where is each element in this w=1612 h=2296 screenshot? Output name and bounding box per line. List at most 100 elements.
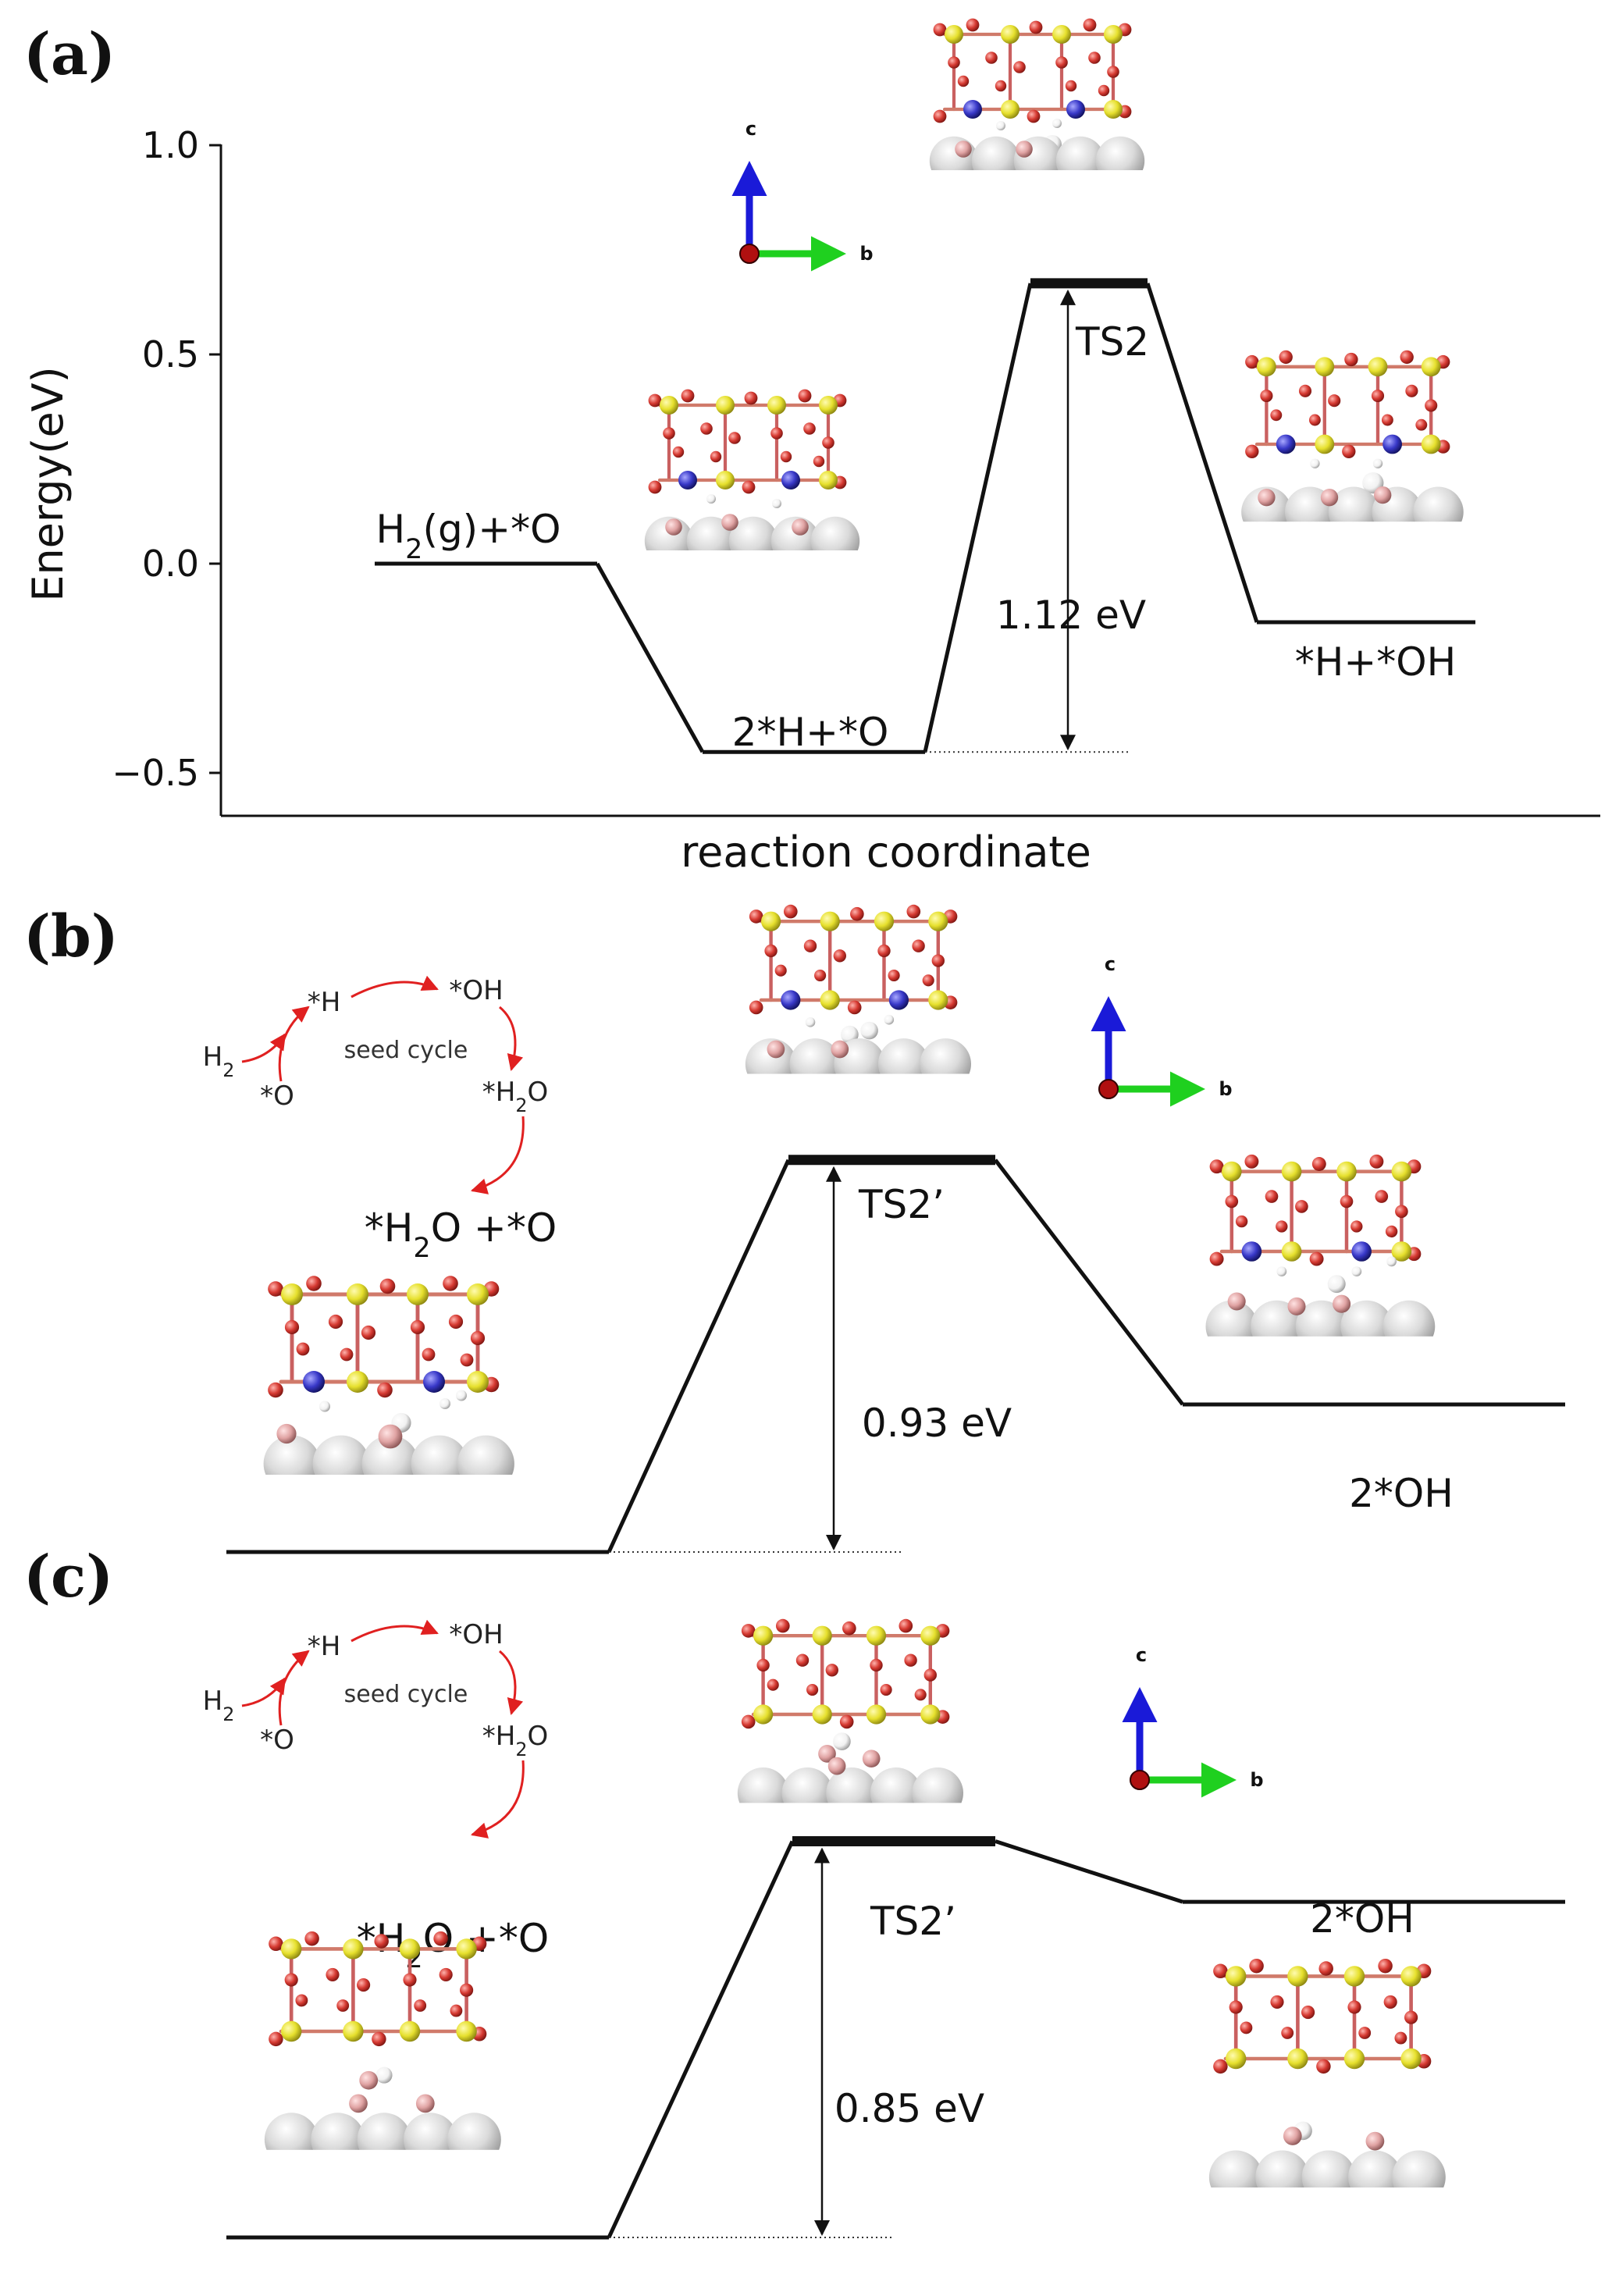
- oxygen-atom: [1249, 1958, 1264, 1974]
- cycle-arrow: [351, 1619, 439, 1643]
- oxygen-atom: [814, 969, 827, 982]
- sulfur-atom: [1336, 1161, 1357, 1182]
- oxygen-atom: [1270, 1995, 1284, 2009]
- crystal-axes-icon: cb: [1122, 1644, 1264, 1798]
- sulfur-atom: [920, 1704, 941, 1725]
- oxygen-atom: [899, 1618, 913, 1633]
- oxygen-atom: [806, 1683, 819, 1696]
- oxygen-atom: [663, 427, 675, 440]
- oxygen-atom: [1381, 414, 1393, 426]
- oxygen-atom: [700, 422, 713, 435]
- adsorbate-atom: [862, 1750, 881, 1768]
- state-label: TS2’: [870, 1899, 956, 1944]
- sulfur-atom: [1391, 1161, 1412, 1182]
- oxygen-atom: [728, 432, 741, 444]
- sulfur-atom: [343, 1938, 364, 1960]
- oxygen-atom: [1395, 1205, 1408, 1219]
- oxygen-atom: [880, 1683, 892, 1696]
- oxygen-atom: [842, 1621, 856, 1636]
- hydrogen-atom: [833, 1732, 851, 1750]
- oxygen-atom: [295, 1994, 308, 2007]
- sulfur-atom: [399, 2020, 421, 2042]
- sulfur-atom: [347, 1371, 368, 1393]
- oxygen-atom: [774, 964, 787, 977]
- oxygen-atom: [357, 1978, 371, 1992]
- oxygen-atom: [1295, 1200, 1308, 1213]
- oxygen-atom: [914, 1689, 927, 1701]
- nitrogen-atom: [1276, 434, 1296, 454]
- oxygen-atom: [741, 1624, 756, 1638]
- adsorbate-atom: [1374, 486, 1392, 504]
- sulfur-atom: [1315, 434, 1335, 454]
- nitrogen-atom: [678, 471, 697, 489]
- hydrogen-atom: [996, 121, 1005, 130]
- oxygen-atom: [1265, 1190, 1279, 1203]
- oxygen-atom: [744, 391, 758, 405]
- hydrogen-atom: [456, 1390, 467, 1401]
- oxygen-atom: [922, 974, 934, 987]
- sulfur-atom: [660, 396, 678, 415]
- panel-c-label: (c): [23, 1543, 113, 1611]
- y-tick-label: 0.0: [142, 543, 199, 585]
- connector-line: [607, 1159, 791, 1554]
- b-axis-label: b: [859, 243, 873, 265]
- c-axis-label: c: [1105, 953, 1116, 975]
- sulfur-atom: [1287, 2048, 1308, 2070]
- oxygen-atom: [379, 1278, 396, 1294]
- oxygen-atom: [1342, 444, 1356, 458]
- h2o-o-structure-image: [259, 1276, 516, 1508]
- oxygen-atom: [1308, 414, 1321, 426]
- oxygen-atom: [833, 949, 846, 963]
- state-label: 2*H+*O: [732, 710, 889, 755]
- hydrogen-atom: [1386, 1256, 1397, 1267]
- oxygen-atom: [403, 1973, 417, 1987]
- oxygen-atom: [756, 1658, 770, 1672]
- barrier-label: 0.93 eV: [862, 1401, 1012, 1446]
- oxygen-atom: [877, 944, 891, 958]
- a-axis-dot: [739, 244, 760, 264]
- oxygen-atom: [1098, 84, 1110, 97]
- oxygen-atom: [439, 1967, 453, 1981]
- sulfur-atom: [1315, 357, 1335, 377]
- oxygen-atom: [433, 1931, 448, 1946]
- oxygen-atom: [374, 1934, 389, 1949]
- nitrogen-atom: [1241, 1241, 1262, 1262]
- hydrogen-atom: [841, 1025, 859, 1044]
- 2h-o-structure-image: [641, 389, 861, 578]
- hydrogen-atom: [1327, 1275, 1346, 1294]
- panel-a-y-ticks: 1.00.50.0−0.5: [112, 124, 221, 794]
- barrier-label: 0.85 eV: [834, 2086, 984, 2131]
- sulfur-atom: [281, 2020, 302, 2042]
- cycle-h2o-label: *H2O: [482, 1077, 548, 1116]
- sulfur-atom: [866, 1704, 887, 1725]
- oxygen-atom: [825, 1664, 838, 1677]
- hydrogen-atom: [1310, 458, 1320, 468]
- sulfur-atom: [1257, 357, 1276, 377]
- oxygen-atom: [460, 1983, 474, 1997]
- oxygen-atom: [1311, 1157, 1326, 1171]
- b-axis-label: b: [1250, 1769, 1263, 1791]
- oxygen-atom: [798, 389, 812, 403]
- oxygen-atom: [1316, 2059, 1331, 2074]
- oxygen-atom: [1371, 389, 1385, 403]
- x-axis-title: reaction coordinate: [681, 828, 1091, 877]
- sulfur-atom: [1343, 1966, 1365, 1987]
- oxygen-atom: [1375, 1190, 1389, 1203]
- oxygen-atom: [813, 455, 825, 468]
- cycle-arrow: [278, 1650, 310, 1726]
- oxygen-atom: [681, 389, 695, 403]
- sulfur-atom: [1400, 1966, 1422, 1987]
- adsorbate-atom: [665, 518, 682, 536]
- oxygen-atom: [1340, 1194, 1354, 1209]
- hydrogen-atom: [860, 1021, 878, 1040]
- cycle-h-label: *H: [308, 1631, 341, 1662]
- cycle-arrow: [470, 1116, 525, 1194]
- panel-a: (a) Energy(eV) reaction coordinate 1.00.…: [23, 18, 1600, 877]
- cycle-oh-label: *OH: [449, 975, 503, 1006]
- oxygen-atom: [850, 906, 864, 921]
- oxygen-atom: [1405, 384, 1418, 397]
- hydrogen-atom: [1276, 1266, 1287, 1276]
- oxygen-atom: [770, 427, 783, 440]
